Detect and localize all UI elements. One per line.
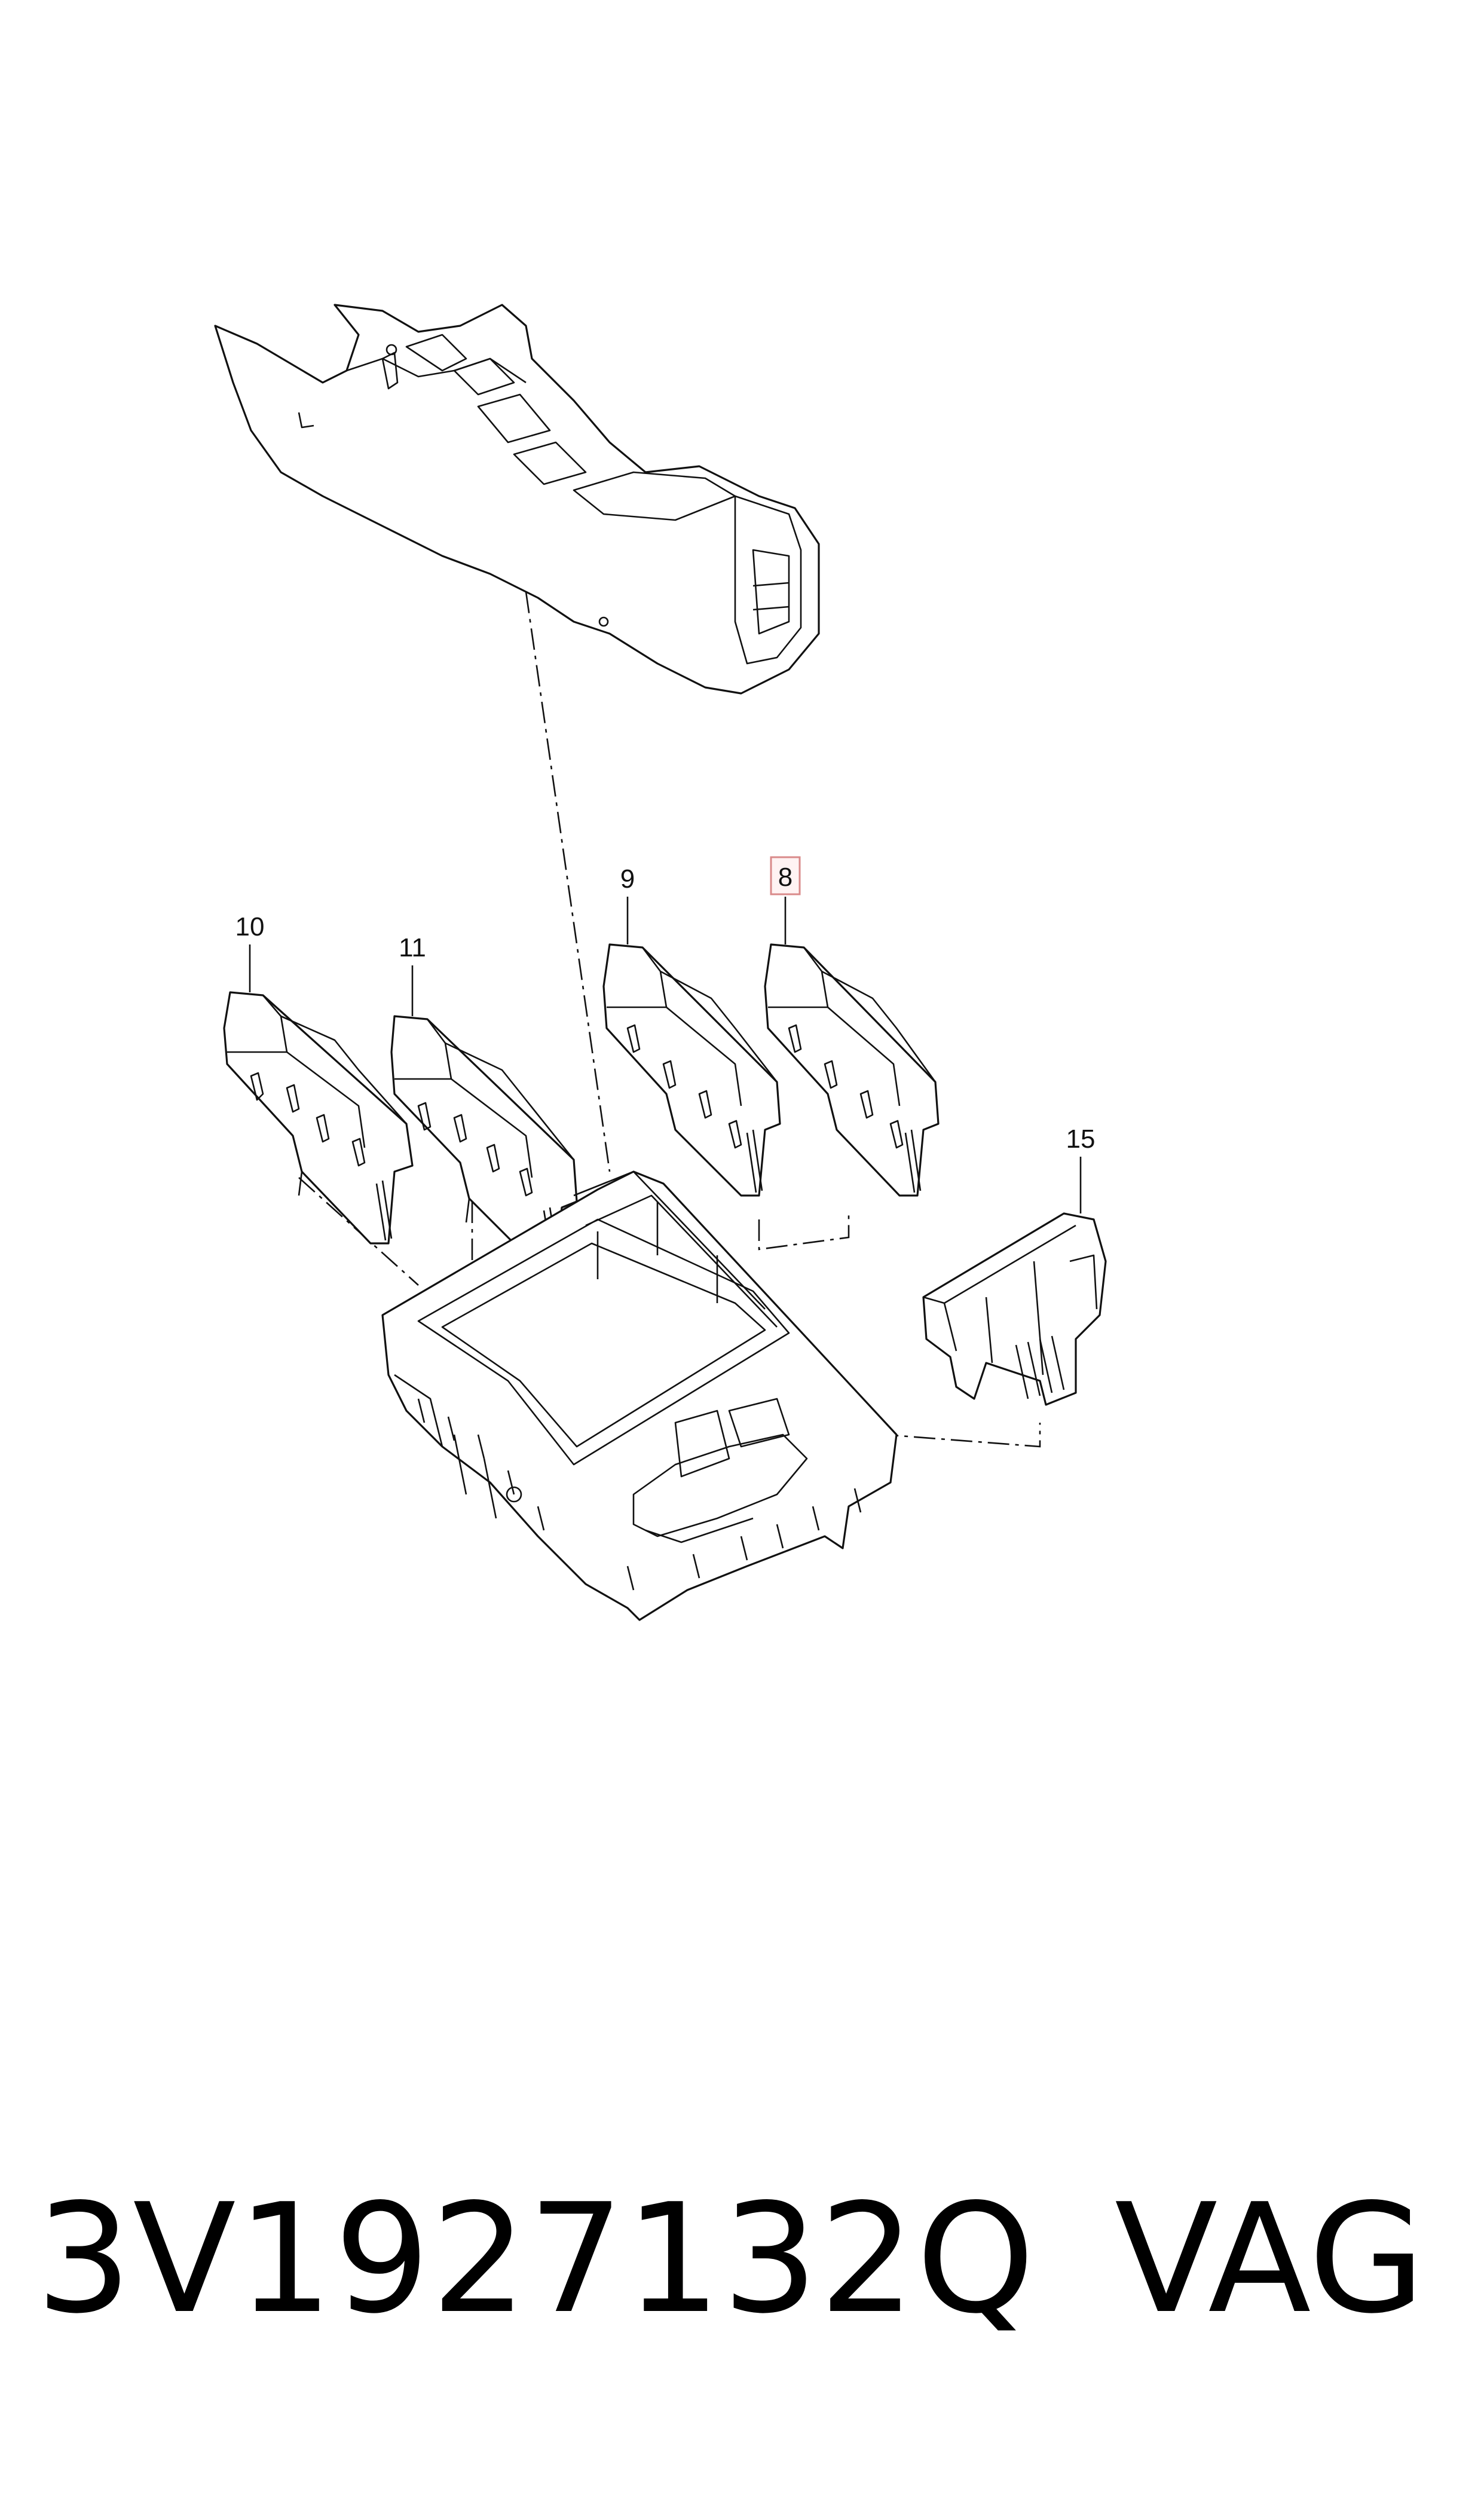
exploded-parts-diagram: 10 11 9 8 15 — [214, 304, 1107, 1621]
brand-label: VAG — [1115, 2172, 1425, 2347]
switch-module-9 — [602, 943, 781, 1197]
connector-15 — [922, 1212, 1107, 1406]
callout-label-15: 15 — [1066, 1124, 1096, 1154]
callout-11: 11 — [399, 933, 426, 1016]
callout-15: 15 — [1066, 1124, 1096, 1213]
switch-module-10 — [223, 991, 414, 1245]
callout-label-8: 8 — [778, 863, 793, 892]
callout-label-9: 9 — [620, 864, 635, 894]
callout-label-11: 11 — [399, 933, 426, 962]
callout-10: 10 — [235, 912, 265, 992]
callout-label-10: 10 — [235, 912, 265, 941]
callout-highlight-box — [770, 856, 801, 895]
callout-9: 9 — [620, 864, 635, 944]
callout-8: 8 — [770, 856, 801, 944]
part-number: 3V1927132Q — [36, 2172, 1036, 2347]
center-console — [214, 304, 820, 695]
console-frame — [381, 1170, 898, 1621]
switch-module-11 — [390, 1015, 578, 1268]
switch-module-8 — [764, 943, 940, 1197]
part-footer: 3V1927132Q VAG — [0, 2170, 1484, 2349]
